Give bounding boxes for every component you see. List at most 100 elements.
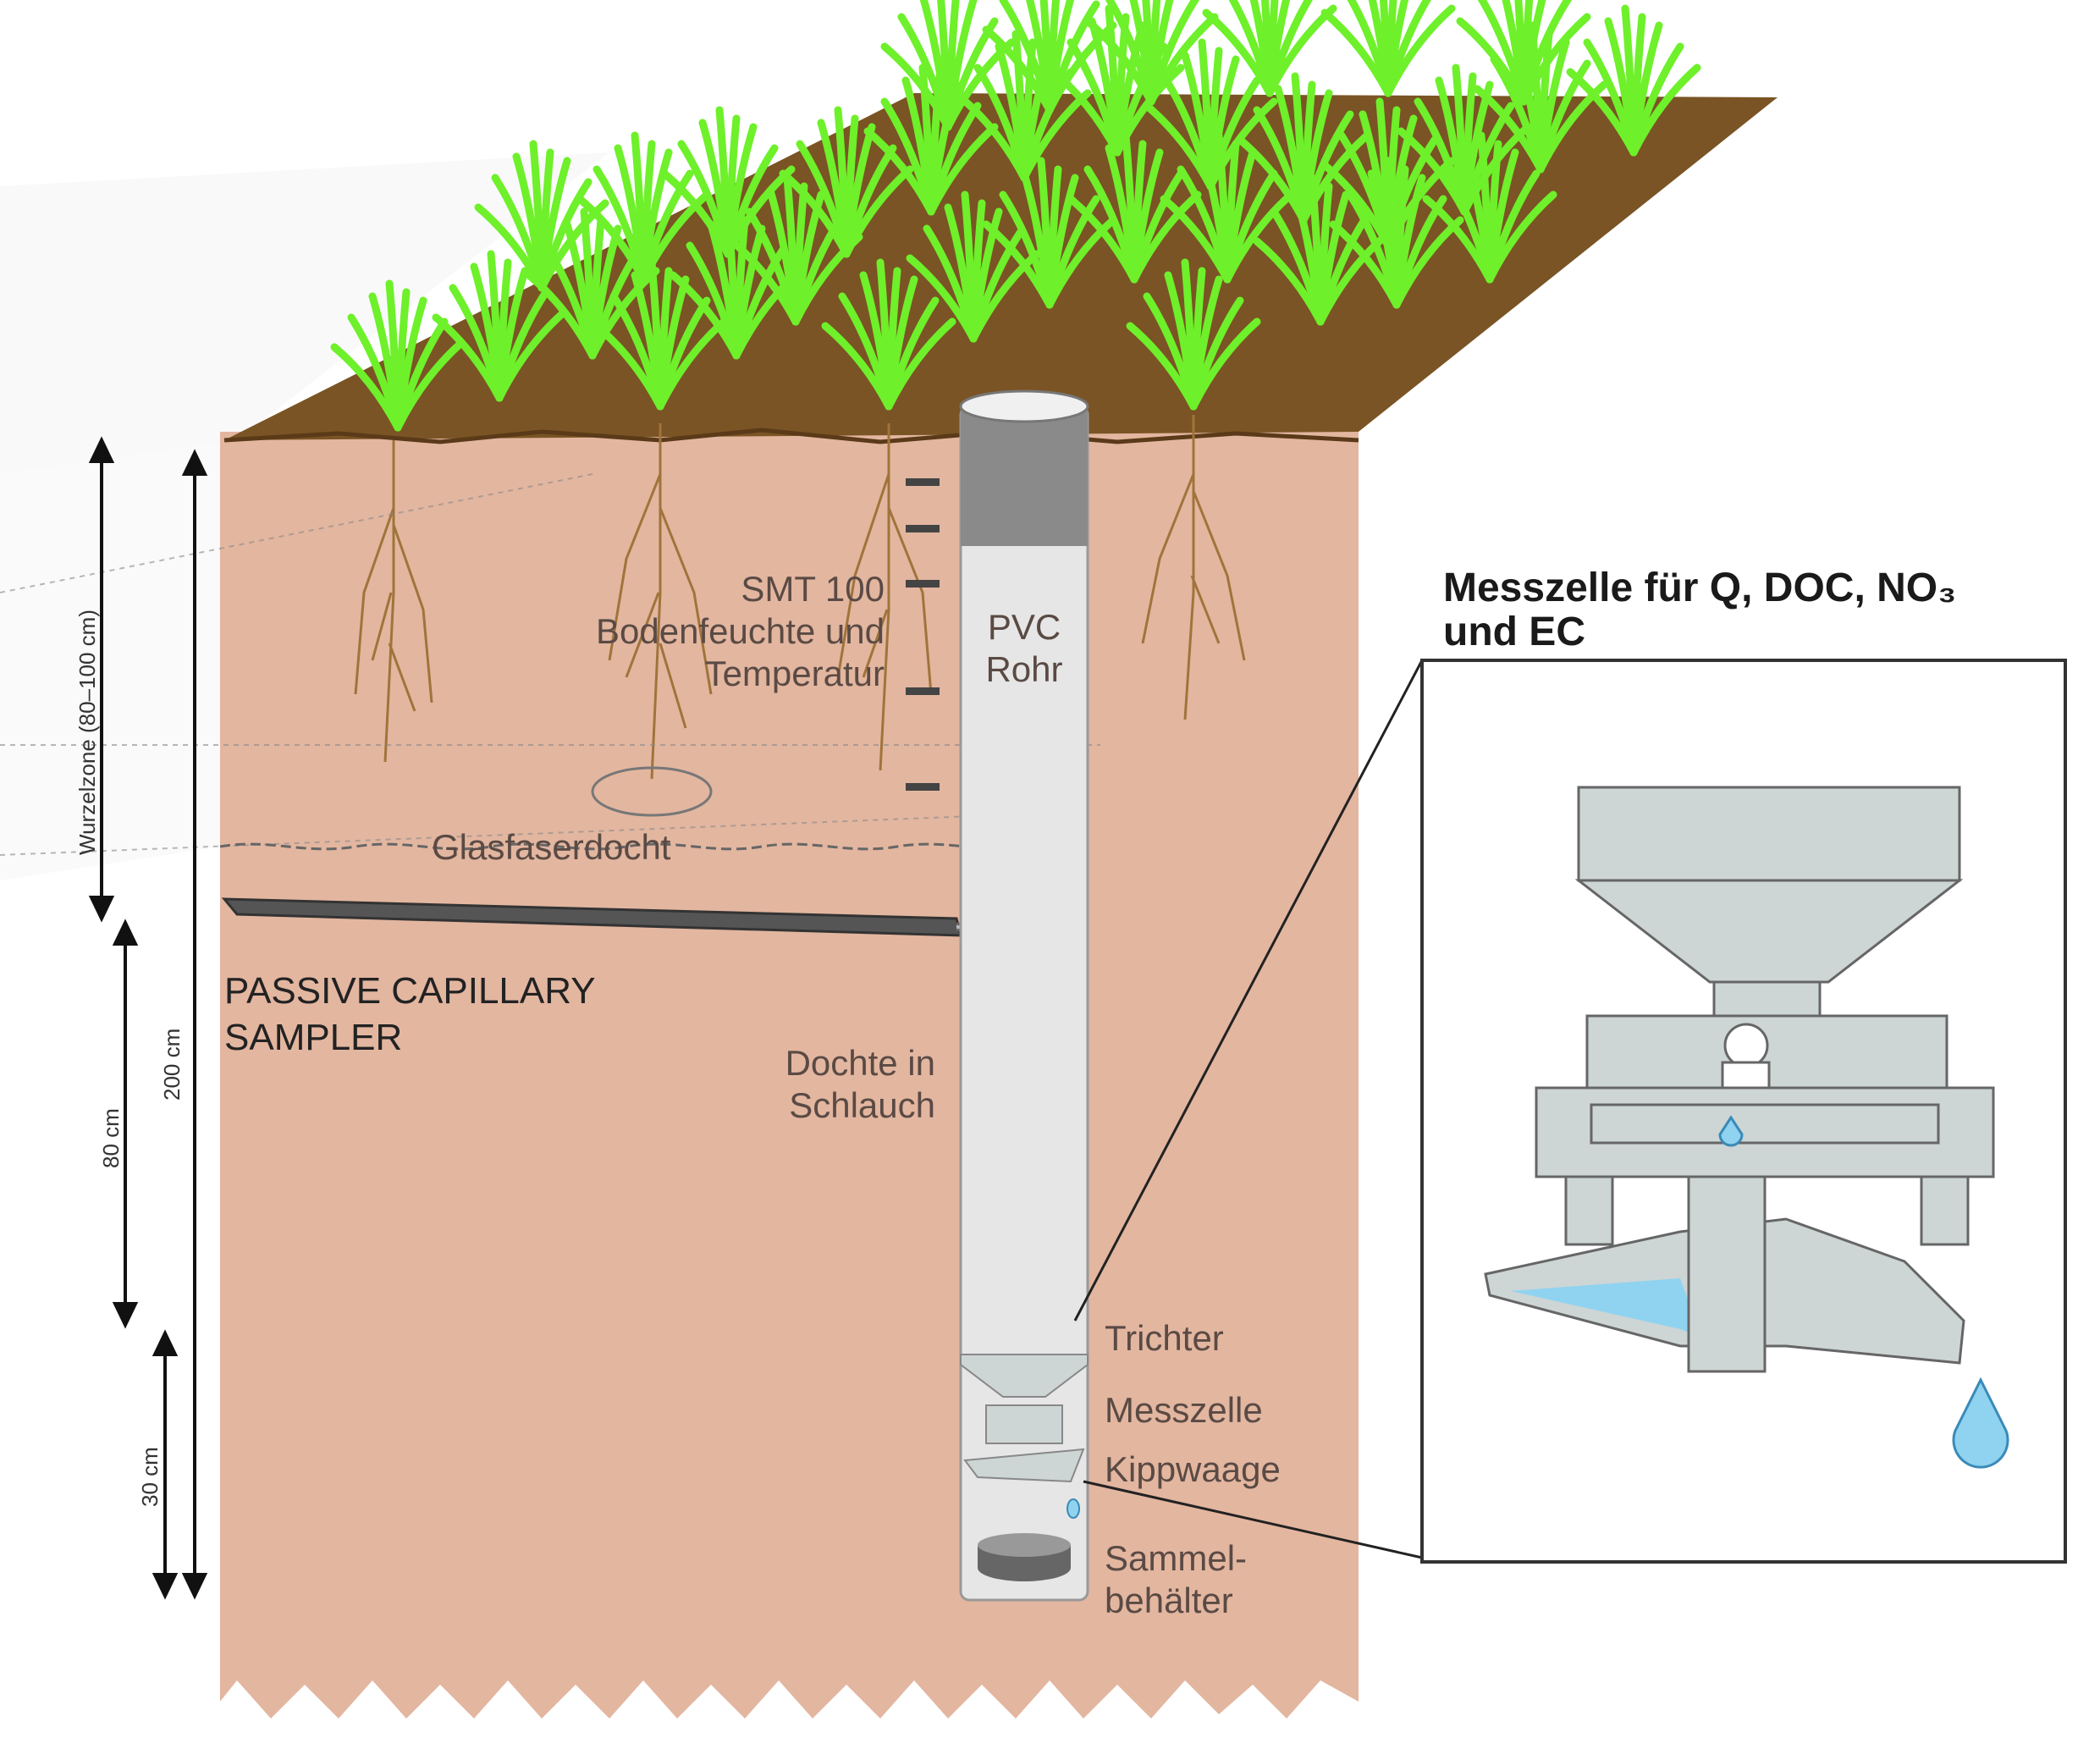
smt100-sensors (906, 478, 940, 791)
label-pvc-1: PVC (988, 607, 1061, 647)
drop-small (1067, 1498, 1080, 1519)
detail-leg-left (1564, 1175, 1614, 1246)
grass-clump (1083, 0, 1219, 106)
dimension-arrows (88, 436, 208, 1600)
grass-blade (724, 165, 796, 258)
label-cell: Messzelle (1105, 1390, 1263, 1430)
pvc-cap (961, 406, 1088, 546)
grass-clump (576, 131, 711, 284)
grass-blade (669, 271, 741, 360)
grass-blade (1329, 220, 1401, 309)
grass-clump (1253, 174, 1388, 326)
grass-clump (982, 157, 1117, 309)
detail-leg-right (1920, 1175, 1970, 1246)
grass-blade (1045, 216, 1117, 309)
callout-line-bottom (1083, 1480, 1423, 1559)
grass-blade (394, 339, 466, 432)
roots (354, 415, 1246, 780)
grass-clump (1320, 0, 1456, 97)
label-sampler-2: SAMPLER (224, 1017, 402, 1058)
grass-blade (1253, 237, 1325, 326)
grass-blade (1130, 190, 1202, 284)
grass-blade (1189, 317, 1261, 411)
pvc-cap-top (959, 389, 1089, 423)
detail-water (1511, 1278, 1701, 1338)
grass-clump (474, 140, 609, 292)
detail-funnel-top (1577, 786, 1961, 882)
grass-blade (906, 254, 978, 343)
grass-blade (537, 199, 609, 292)
grass-blade (660, 169, 732, 258)
root-node-ellipse (591, 766, 713, 817)
label-smt100-3: Temperatur (705, 654, 885, 693)
grass-blade (779, 169, 851, 258)
grass-blade (1147, 13, 1219, 106)
detail-title-2: und EC (1443, 610, 1585, 654)
grass-clump (1160, 131, 1295, 284)
grass-blade (880, 42, 952, 131)
grass-clump (728, 174, 863, 326)
background-slope (0, 152, 609, 880)
grass-blade (863, 127, 935, 216)
grass-blade (495, 309, 567, 402)
grass-blade (330, 343, 402, 432)
grass-blade (1143, 102, 1215, 190)
grass-clump (1202, 0, 1337, 97)
grass-clump (1126, 258, 1261, 411)
grass-layer (330, 0, 1701, 432)
grass-blade (982, 25, 1054, 114)
label-pvc-2: Rohr (985, 649, 1062, 689)
grass-clump (906, 190, 1041, 343)
slope-guides (0, 473, 1100, 856)
funnel-small (960, 1354, 1089, 1398)
detail-funnel-cone (1574, 879, 1964, 984)
grass-clump (1566, 4, 1701, 157)
label-collector-1: Sammel- (1105, 1538, 1247, 1578)
grass-clump (593, 258, 728, 411)
label-smt100-2: Bodenfeuchte und (596, 611, 885, 651)
grass-clump (1422, 131, 1557, 284)
detail-apparatus (1484, 786, 1995, 1373)
grass-blade (1126, 322, 1198, 411)
grass-blade (728, 237, 800, 326)
label-wick-2: Schlauch (789, 1085, 935, 1125)
label-funnel: Trichter (1105, 1318, 1224, 1358)
grass-blade (969, 250, 1041, 343)
grass-blade (956, 93, 1028, 182)
grass-blade (1083, 17, 1155, 106)
grass-clump (982, 0, 1117, 114)
detail-cell-sensor (1723, 1023, 1769, 1068)
grass-clump (1329, 157, 1464, 309)
detail-funnel-neck (1712, 980, 1822, 1018)
grass-blade (432, 313, 504, 402)
grass-blade (885, 317, 956, 411)
grass-blade (842, 165, 914, 258)
callout-line-top (1073, 659, 1424, 1321)
detail-cell-sensor-base (1721, 1061, 1771, 1090)
grass-blade (1067, 195, 1138, 284)
tipping-small (963, 1448, 1085, 1483)
grass-blade (1566, 68, 1638, 157)
grass-blade (982, 220, 1054, 309)
label-wick-1: Dochte in (785, 1043, 935, 1083)
grass-blade (1485, 190, 1557, 284)
label-tipping: Kippwaage (1105, 1449, 1281, 1489)
dim-bottom: 30 cm (137, 1447, 163, 1507)
grass-blade (1202, 8, 1274, 97)
grass-blade (1629, 63, 1701, 157)
detail-drop-large-icon (1952, 1377, 2009, 1469)
grass-blade (1456, 17, 1528, 106)
grass-clump (880, 0, 1016, 131)
grass-blade (1519, 13, 1591, 106)
grass-clump (863, 63, 999, 216)
grass-blade (639, 190, 711, 284)
label-smt100-1: SMT 100 (741, 569, 885, 609)
label-sampler-1: PASSIVE CAPILLARY (224, 970, 596, 1012)
grass-clump (821, 258, 956, 411)
grass-clump (432, 250, 567, 402)
grass-blade (1422, 195, 1494, 284)
grass-blade (656, 317, 728, 411)
grass-clump (1067, 131, 1202, 284)
label-collector-2: behälter (1105, 1581, 1233, 1620)
